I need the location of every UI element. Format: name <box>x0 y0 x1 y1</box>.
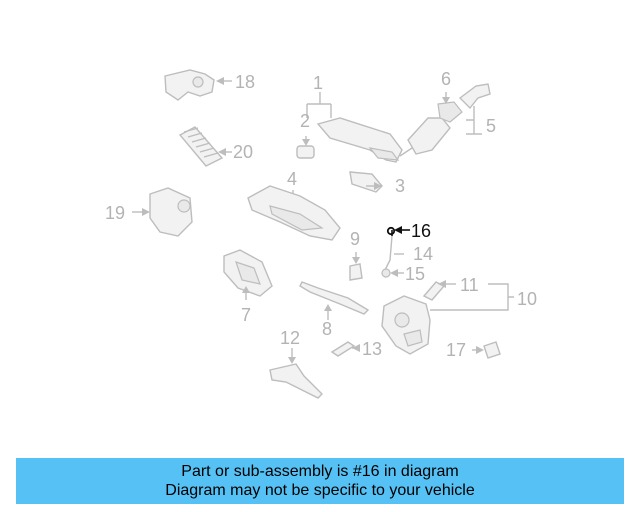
callout-4: 4 <box>287 169 298 189</box>
callout-1: 1 <box>313 73 324 93</box>
callout-16: 16 <box>411 221 432 241</box>
callout-3: 3 <box>395 176 406 196</box>
info-banner: Part or sub-assembly is #16 in diagram D… <box>16 458 624 504</box>
part-17-striker <box>472 341 501 359</box>
banner-line-2: Diagram may not be specific to your vehi… <box>165 482 475 499</box>
callout-11: 11 <box>460 275 479 295</box>
part-3-bezel <box>349 171 383 193</box>
callout-20: 20 <box>233 142 254 162</box>
callout-7: 7 <box>241 305 252 325</box>
part-4-inner-assembly <box>247 185 341 241</box>
part-20-spring <box>178 126 232 167</box>
callout-19: 19 <box>105 203 126 223</box>
part-19-hinge <box>132 187 193 237</box>
part-2-pad <box>296 136 315 159</box>
callout-9: 9 <box>350 229 361 249</box>
part-1-outside-handle <box>306 92 403 163</box>
part-9-clip <box>349 252 363 281</box>
callout-12: 12 <box>280 328 301 348</box>
banner-line-1: Part or sub-assembly is #16 in diagram <box>181 463 459 480</box>
part-5-lock-cylinder <box>399 83 491 157</box>
part-15-clip <box>381 268 404 278</box>
part-13-clip <box>330 341 360 357</box>
callout-2: 2 <box>300 111 311 131</box>
callout-6: 6 <box>441 69 452 89</box>
part-18-bracket <box>164 69 232 101</box>
parts-diagram <box>132 69 514 399</box>
callout-18: 18 <box>235 72 256 92</box>
part-6-clip <box>442 92 450 104</box>
callout-8: 8 <box>322 319 333 339</box>
callout-17: 17 <box>446 340 467 360</box>
callout-15: 15 <box>405 264 426 284</box>
callout-14: 14 <box>413 244 434 264</box>
callout-10: 10 <box>517 289 538 309</box>
part-12-bracket <box>269 348 323 399</box>
callout-5: 5 <box>486 116 497 136</box>
part-7-interior-handle <box>223 249 273 300</box>
part-10-latch <box>381 283 514 355</box>
part-8-rod <box>299 281 370 320</box>
callout-13: 13 <box>362 339 383 359</box>
part-16-highlighted <box>386 226 410 236</box>
part-11-link <box>422 280 456 301</box>
